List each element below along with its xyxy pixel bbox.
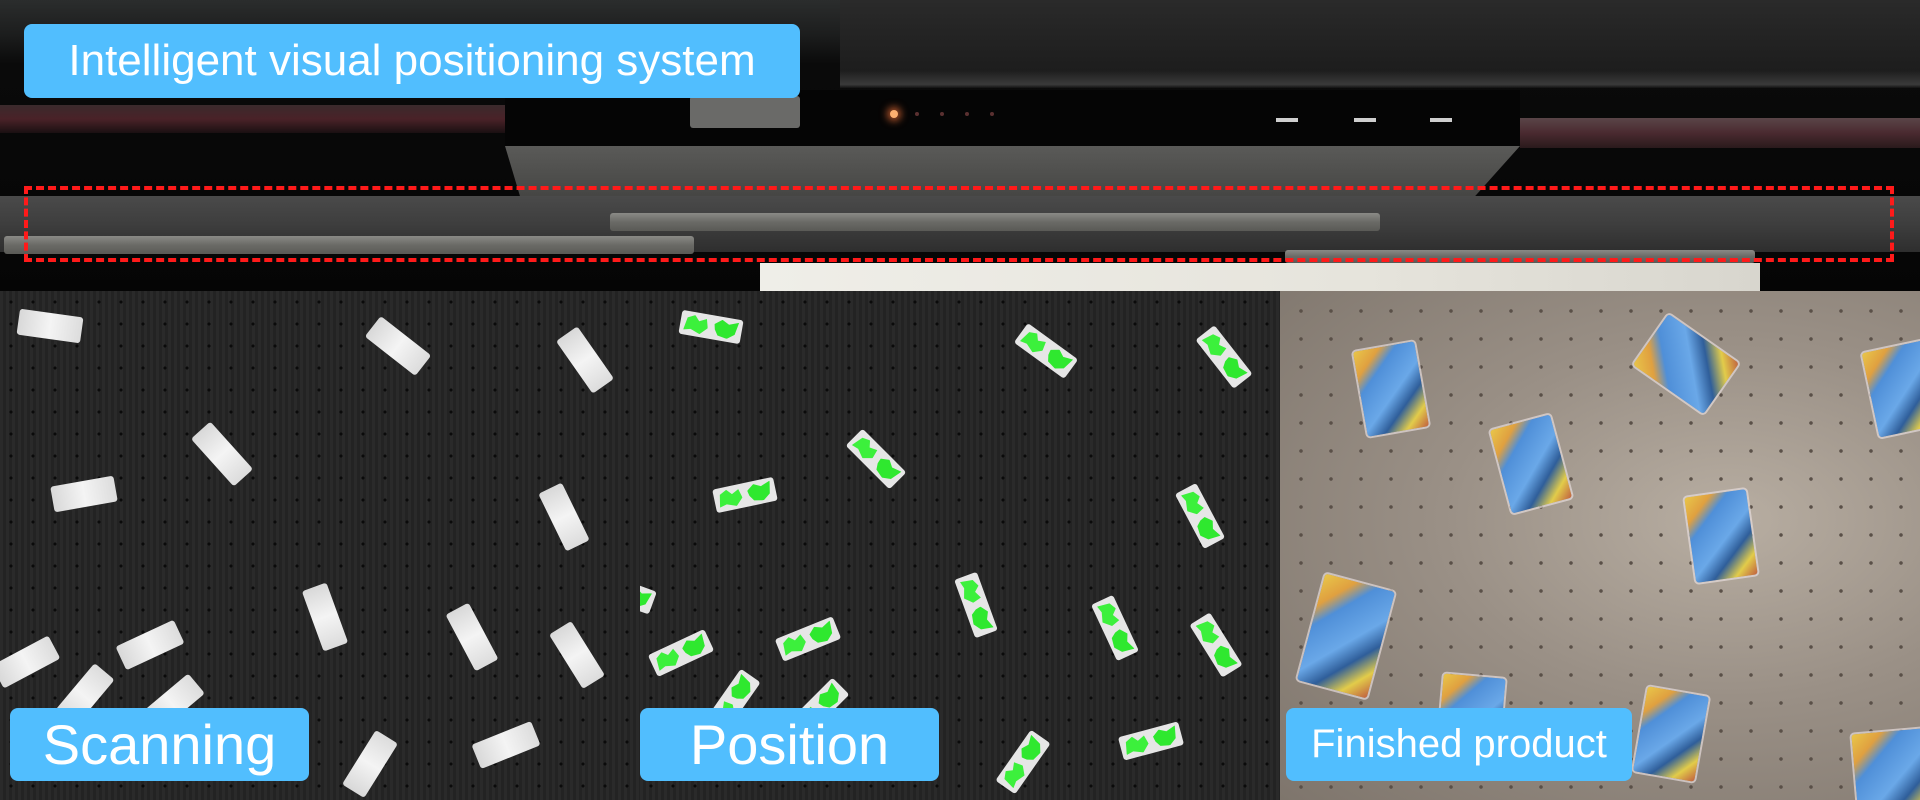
blank-card: [50, 475, 118, 513]
blank-card: [190, 421, 254, 487]
blank-card: [538, 482, 590, 552]
indicator-dot-icon: [915, 112, 919, 116]
highlight-box: [24, 186, 1894, 262]
blank-card: [16, 308, 84, 344]
printed-card: [1489, 414, 1573, 514]
rail-left: [0, 105, 520, 133]
position-label: Position: [640, 708, 939, 781]
recognized-card: [1013, 323, 1079, 379]
finished-product-label: Finished product: [1286, 708, 1632, 781]
recognized-card: [995, 729, 1051, 795]
print-carriage: [505, 90, 1520, 148]
blank-card: [445, 602, 499, 672]
printer-machine-photo: [0, 0, 1920, 292]
recognized-card: [954, 571, 998, 639]
platform-edge: [760, 263, 1760, 292]
uv-lamp: [4, 236, 694, 254]
blank-card: [555, 326, 615, 394]
status-led-icon: [890, 110, 898, 118]
recognized-card: [640, 577, 657, 615]
recognized-card: [774, 616, 842, 662]
recognized-card: [678, 309, 744, 345]
indicator-dot-icon: [940, 112, 944, 116]
recognized-card: [647, 629, 715, 677]
printed-card: [1296, 573, 1396, 699]
blank-card: [471, 720, 541, 770]
camera-module: [690, 96, 800, 128]
blank-card: [0, 635, 61, 689]
recognized-card: [845, 428, 907, 490]
printed-card: [1633, 686, 1709, 782]
vent-slot: [1276, 118, 1298, 122]
scanning-label: Scanning: [10, 708, 309, 781]
vent-slot: [1430, 118, 1452, 122]
blank-card: [342, 729, 398, 799]
recognized-card: [1117, 721, 1185, 761]
printed-card: [1684, 489, 1758, 583]
blank-card: [364, 316, 432, 376]
indicator-dot-icon: [990, 112, 994, 116]
indicator-dot-icon: [965, 112, 969, 116]
recognized-card: [712, 476, 778, 514]
printed-card: [1851, 727, 1920, 800]
printed-card: [1632, 313, 1740, 415]
recognized-card: [1189, 612, 1243, 678]
recognized-card: [1091, 594, 1139, 662]
blank-card: [115, 619, 185, 671]
upper-beam: [840, 0, 1920, 88]
rail-right: [1520, 118, 1920, 148]
page-title: Intelligent visual positioning system: [24, 24, 800, 98]
blank-card: [301, 582, 349, 652]
recognized-card: [1174, 482, 1226, 550]
printed-card: [1861, 340, 1920, 438]
printed-card: [1353, 341, 1429, 437]
uv-lamp: [610, 213, 1380, 231]
vent-slot: [1354, 118, 1376, 122]
blank-card: [549, 620, 605, 690]
recognized-card: [1195, 325, 1253, 389]
